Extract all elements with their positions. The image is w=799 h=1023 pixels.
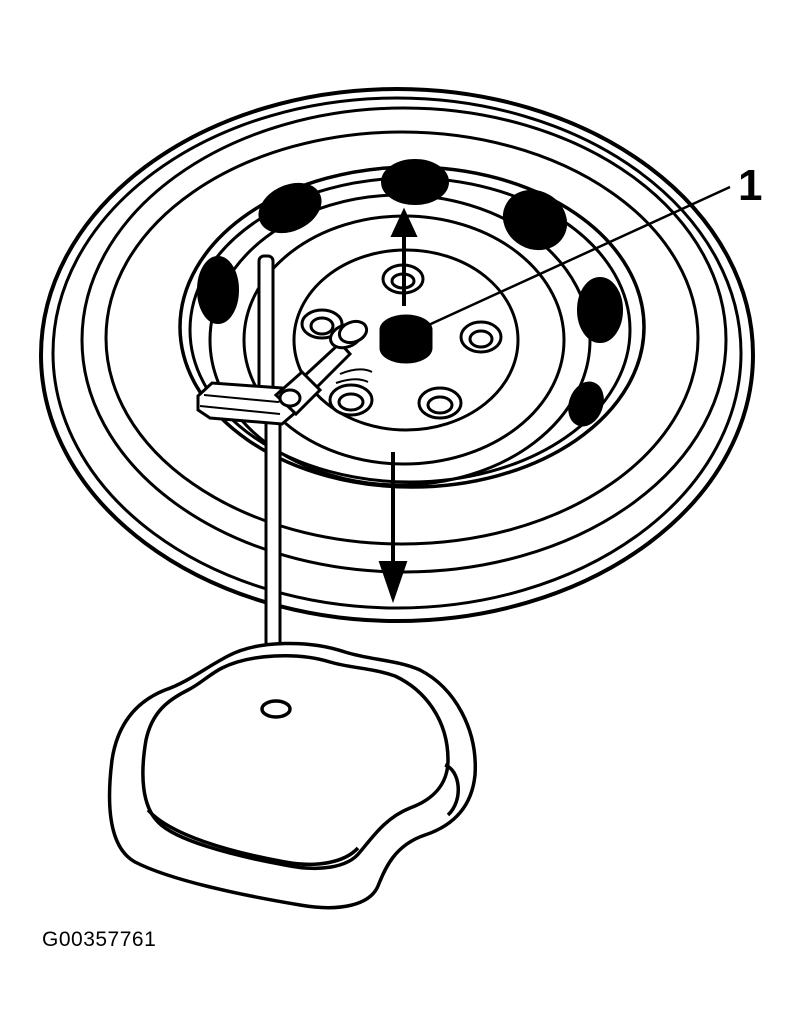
lug-nut	[300, 308, 344, 340]
vent-hole	[381, 159, 449, 205]
lug-nut	[459, 320, 503, 354]
vent-hole	[197, 256, 239, 324]
vent-hole	[502, 189, 568, 251]
dial-indicator-probe	[297, 319, 373, 395]
callout-leader-line	[421, 185, 731, 330]
base-rod-socket	[260, 699, 292, 719]
arrow-up-head	[390, 207, 418, 237]
tire-sidewall	[80, 106, 728, 574]
stand-rod-upper	[257, 254, 275, 400]
tire	[39, 87, 755, 623]
base-top	[141, 654, 450, 871]
vent-hole	[568, 381, 604, 427]
vent-hole	[577, 277, 623, 343]
tire-outer-edge-inner	[51, 96, 743, 610]
arrow-down-head	[378, 561, 408, 604]
indicator-stand	[196, 254, 323, 712]
lug-nuts	[300, 263, 503, 420]
lug-nut	[328, 383, 374, 417]
figure-id: G00357761	[42, 928, 157, 951]
rim-vent-holes	[197, 159, 623, 427]
callout-number-1: 1	[738, 161, 762, 210]
magnetic-base	[107, 641, 477, 910]
tire-outer-edge	[39, 87, 755, 623]
movement-arrows	[378, 207, 418, 604]
tire-tread-line	[104, 130, 700, 546]
lug-nut	[417, 386, 463, 420]
base-rim-line	[146, 808, 360, 867]
center-cap	[379, 314, 433, 364]
base-right-edge	[444, 763, 461, 817]
vent-hole	[258, 182, 322, 234]
